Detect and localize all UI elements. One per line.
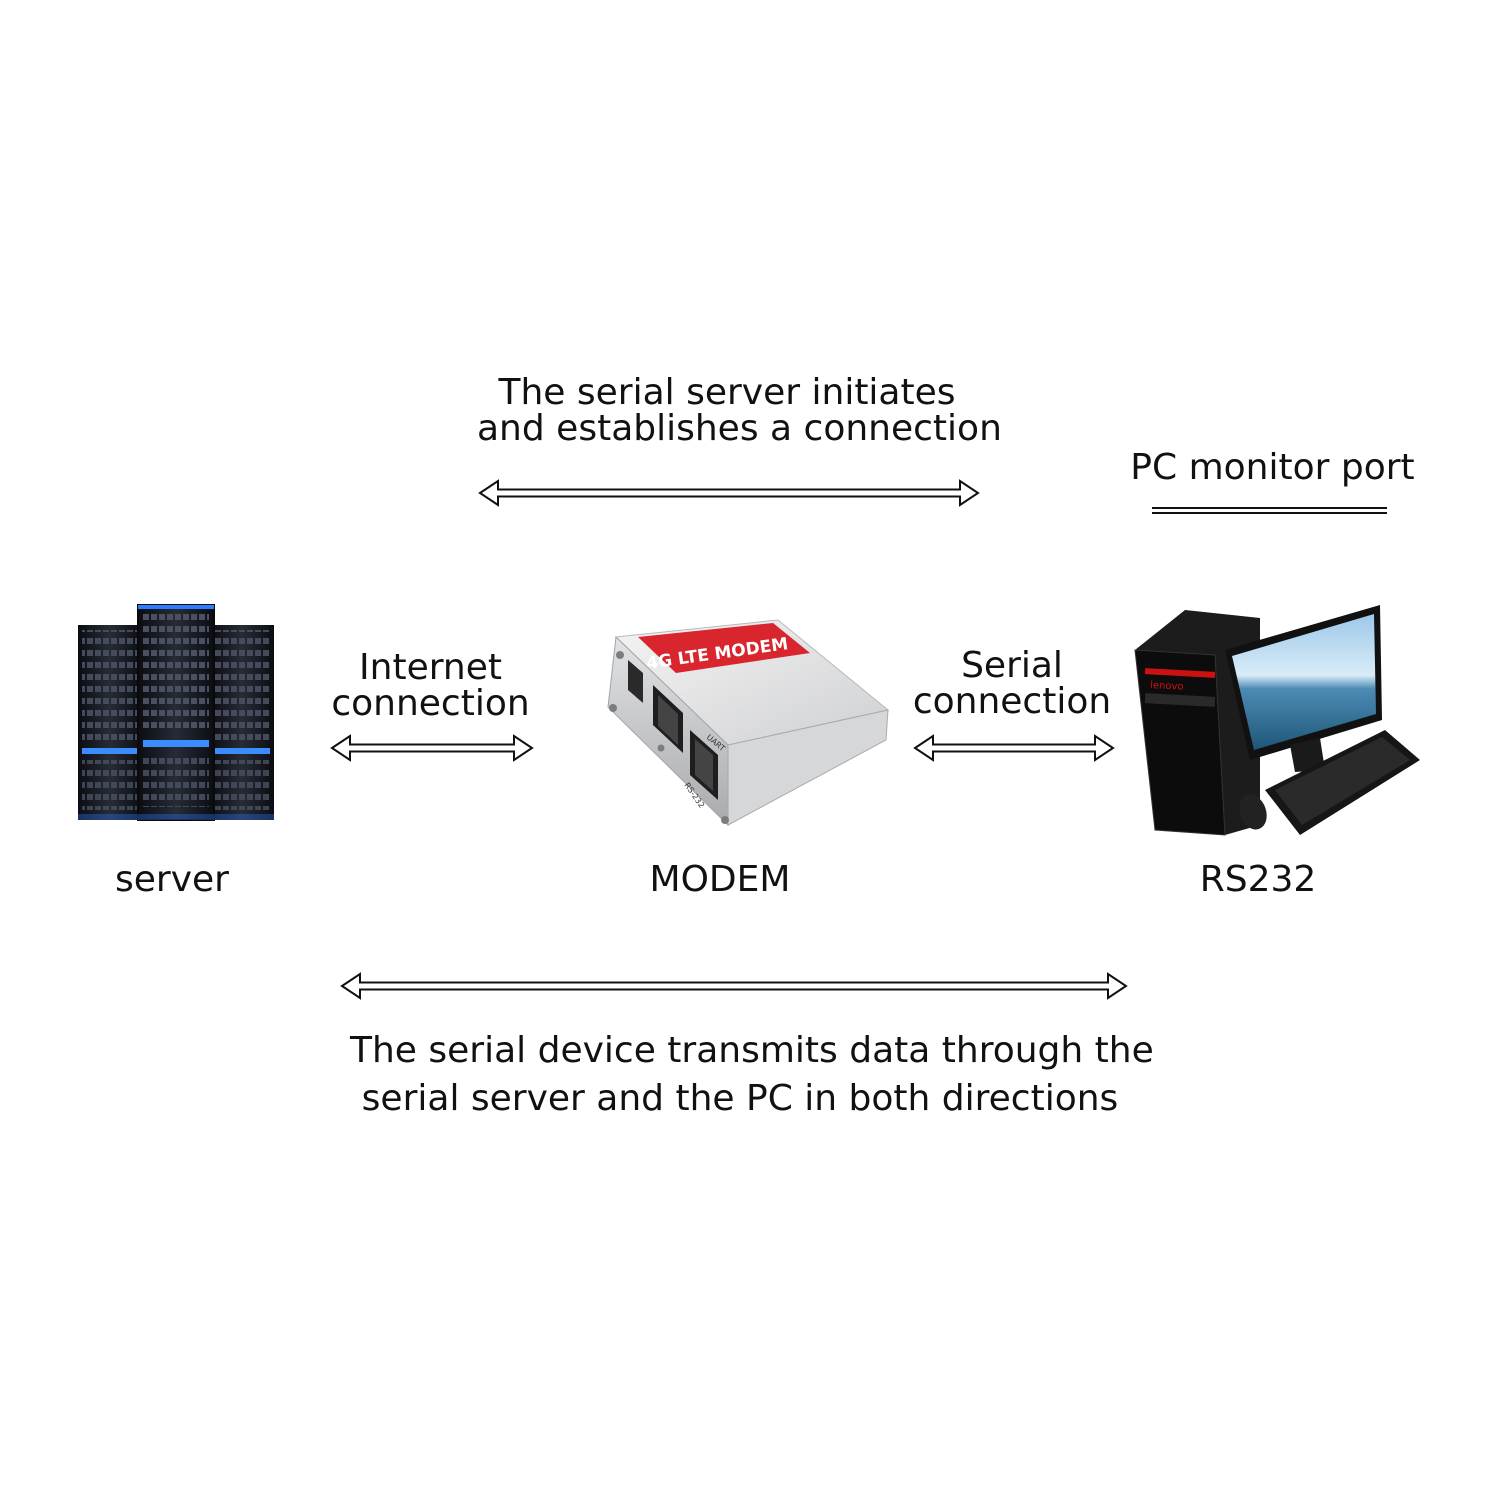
serial-double-arrow-icon bbox=[913, 733, 1115, 763]
internet-connection-line1: Internet bbox=[359, 647, 502, 688]
top-note-line2: and establishes a connection bbox=[477, 408, 1002, 449]
pc-label: RS232 bbox=[1199, 859, 1317, 900]
internet-double-arrow-icon bbox=[330, 733, 534, 763]
pc-monitor-port-underline bbox=[1152, 507, 1387, 514]
serial-connection-line2: connection bbox=[912, 681, 1112, 722]
bottom-note-line1: The serial device transmits data through… bbox=[350, 1030, 1154, 1071]
internet-connection-line2: connection bbox=[331, 683, 530, 724]
top-double-arrow-icon bbox=[478, 478, 980, 508]
desktop-computer-icon: lenovo bbox=[1130, 600, 1422, 840]
top-note: The serial server initiates and establis… bbox=[477, 372, 1002, 449]
serial-connection-label: Serial connection bbox=[912, 648, 1112, 720]
server-rack-icon bbox=[78, 600, 274, 830]
internet-connection-label: Internet connection bbox=[328, 650, 533, 722]
lte-modem-icon: 4G LTE MODEM UART RS-232 bbox=[598, 615, 890, 840]
serial-connection-line1: Serial bbox=[961, 645, 1063, 686]
top-note-line1: The serial server initiates bbox=[498, 372, 956, 413]
bottom-note-line2: serial server and the PC in both directi… bbox=[361, 1077, 1119, 1119]
modem-label: MODEM bbox=[649, 859, 791, 900]
pc-brand-text: lenovo bbox=[1150, 680, 1184, 693]
bottom-double-arrow-icon bbox=[340, 971, 1128, 1001]
server-label: server bbox=[115, 859, 229, 900]
pc-monitor-port-label: PC monitor port bbox=[1130, 447, 1415, 488]
bottom-note: The serial device transmits data through… bbox=[350, 1027, 1154, 1122]
